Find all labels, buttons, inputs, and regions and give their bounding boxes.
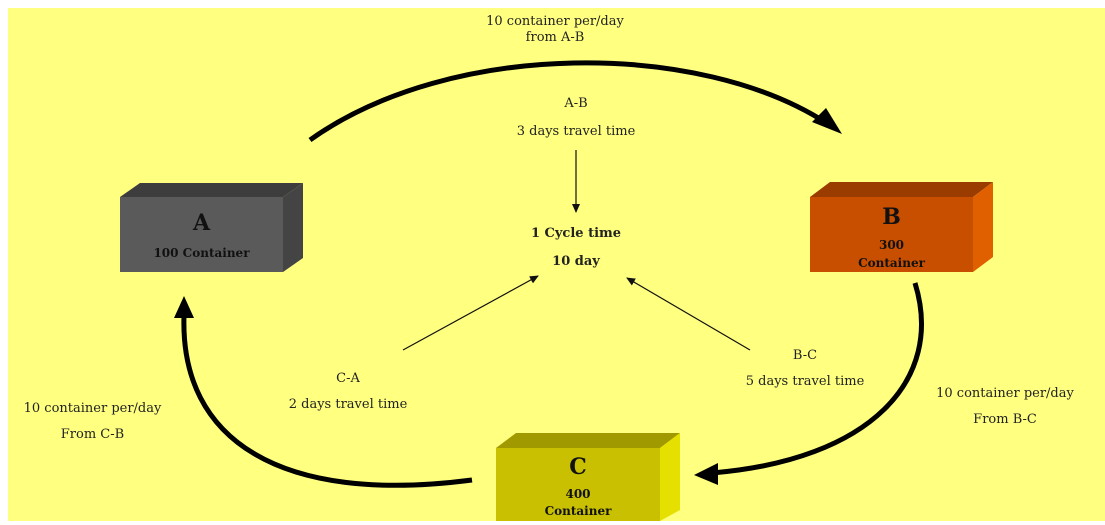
- flow-ca-line2: From C-B: [60, 427, 125, 442]
- leg-bc-travel: 5 days travel time: [745, 374, 865, 389]
- flow-bc-line2: From B-C: [973, 412, 1037, 427]
- flow-ca-label: 10 container per/day From C-B: [0, 396, 185, 448]
- pointer-ca: [402, 275, 539, 351]
- flow-ab-label: 10 container per/day from A-B: [430, 14, 680, 47]
- flow-ca-line1: 10 container per/day: [23, 401, 162, 416]
- node-c-label-unit: Container: [544, 504, 612, 518]
- node-a-label: 100 Container: [153, 246, 250, 260]
- leg-ca-name: C-A: [336, 371, 360, 386]
- flow-arrowhead-ab: [812, 108, 842, 134]
- cycle-time-label: 1 Cycle time 10 day: [496, 220, 656, 276]
- leg-bc-label: B-C 5 days travel time: [715, 343, 895, 395]
- node-b-letter: B: [882, 204, 901, 230]
- pointer-bc: [626, 277, 751, 351]
- node-b-label-count: 300: [878, 238, 905, 252]
- flow-ab-line2: from A-B: [525, 30, 585, 46]
- flow-ab-line1: 10 container per/day: [486, 14, 624, 29]
- leg-ab-travel: 3 days travel time: [516, 124, 636, 139]
- leg-ab-name: A-B: [564, 96, 588, 111]
- cycle-time-line2: 10 day: [552, 254, 600, 269]
- leg-ca-label: C-A 2 days travel time: [258, 366, 438, 418]
- node-a-box: [120, 183, 303, 272]
- flow-arrow-ab: [308, 60, 830, 143]
- node-c-letter: C: [569, 454, 587, 480]
- node-c-label-count: 400: [565, 487, 591, 501]
- flow-arrow-bc: [711, 282, 924, 476]
- cycle-time-line1: 1 Cycle time: [530, 226, 622, 241]
- flow-arrow-ca: [181, 315, 473, 488]
- node-b-box: [810, 182, 993, 272]
- leg-ab-label: A-B 3 days travel time: [486, 90, 666, 146]
- flow-bc-label: 10 container per/day From B-C: [905, 381, 1105, 433]
- leg-bc-name: B-C: [792, 348, 818, 363]
- node-b-label-unit: Container: [858, 256, 925, 270]
- node-c-box: [496, 433, 680, 521]
- leg-ca-travel: 2 days travel time: [288, 397, 408, 412]
- node-a-letter: A: [192, 210, 211, 236]
- flow-bc-line1: 10 container per/day: [936, 386, 1074, 401]
- flow-arrowhead-ca: [174, 296, 194, 318]
- flow-arrowhead-bc: [694, 463, 718, 485]
